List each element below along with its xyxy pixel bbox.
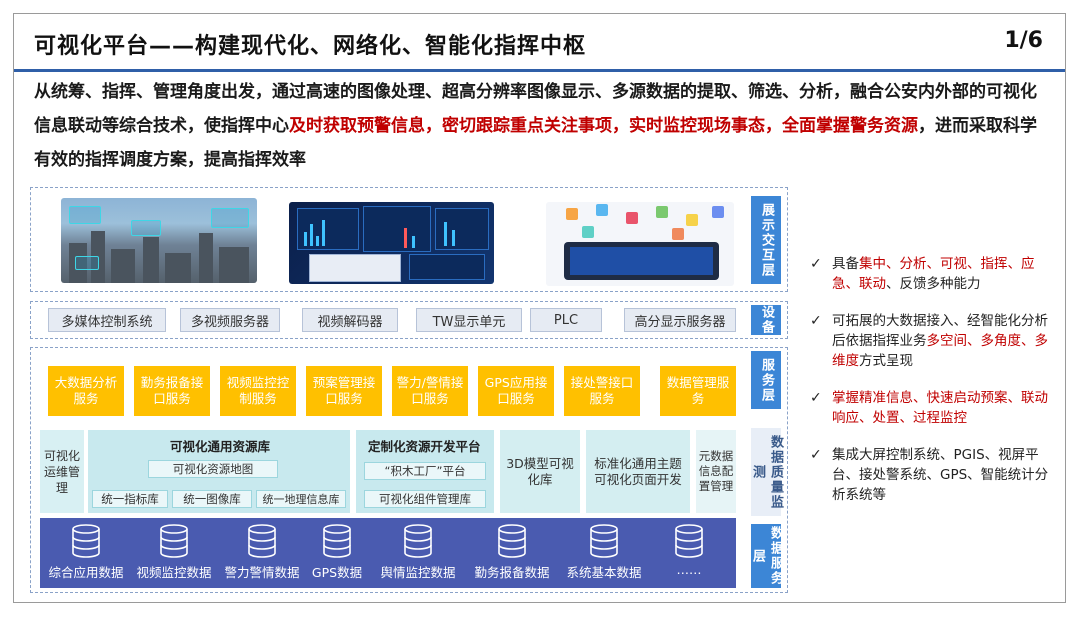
capability-item: ✓ 掌握精准信息、快速启动预案、联动响应、处置、过程监控 (810, 388, 1060, 428)
service-box: 大数据分析服务 (48, 366, 124, 416)
service-box: 接处警接口服务 (564, 366, 640, 416)
data-source-label: GPS数据 (311, 565, 363, 580)
device-item: TW显示单元 (416, 308, 522, 332)
data-source-label: 勤务报备数据 (474, 565, 550, 580)
database-icon (248, 524, 276, 558)
device-item: 高分显示服务器 (624, 308, 736, 332)
display-layer-panel: 展示交互层 (30, 187, 788, 292)
device-item: 多媒体控制系统 (48, 308, 166, 332)
bullet-text: 具备 (832, 256, 859, 272)
resource-map-chip: 可视化资源地图 (148, 460, 278, 478)
data-source-label: 系统基本数据 (566, 565, 642, 580)
ops-management-box: 可视化运维管理 (40, 430, 84, 513)
bullet-text: 方式呈现 (859, 353, 913, 369)
layer-tag-display: 展示交互层 (751, 196, 781, 284)
custom-resource-title: 定制化资源开发平台 (368, 439, 481, 454)
database-icon (72, 524, 100, 558)
layer-tag-quality: 数据质量监测 (750, 428, 783, 516)
service-box: 数据管理服务 (660, 366, 736, 416)
bullet-text: 集成大屏控制系统、PGIS、视屏平台、接处警系统、GPS、智能统计分析系统等 (832, 447, 1049, 503)
service-box: 视频监控控制服务 (220, 366, 296, 416)
intro-paragraph: 从统筹、指挥、管理角度出发，通过高速的图像处理、超高分辨率图像显示、多源数据的提… (34, 75, 1044, 177)
device-item: PLC (530, 308, 602, 332)
device-item: 视频解码器 (302, 308, 398, 332)
dashboard-screens-screenshot (289, 202, 494, 284)
data-source-label: 警力警情数据 (224, 565, 300, 580)
resource-chip: 统一指标库 (92, 490, 168, 508)
architecture-diagram: 展示交互层 设备 多媒体控制系统 多视频服务器 视频解码器 TW显示单元 PLC… (30, 187, 788, 595)
layer-tag-device: 设备 (751, 305, 781, 335)
metadata-block: 元数据信息配置管理 (696, 430, 736, 513)
bullet-text: 、反馈多种能力 (886, 276, 981, 292)
data-source-item: 舆情监控数据 (376, 524, 460, 581)
data-source-label: …… (676, 562, 702, 577)
standard-page-block: 标准化通用主题可视化页面开发 (586, 430, 690, 513)
service-box: 勤务报备接口服务 (134, 366, 210, 416)
service-box: 警力/警情接口服务 (392, 366, 468, 416)
resource-chip: 统一地理信息库 (256, 490, 346, 508)
device-item: 多视频服务器 (180, 308, 280, 332)
capability-item: ✓ 集成大屏控制系统、PGIS、视屏平台、接处警系统、GPS、智能统计分析系统等 (810, 445, 1060, 505)
check-icon: ✓ (810, 390, 822, 406)
resource-chip: “积木工厂”平台 (364, 462, 486, 480)
layer-tag-data: 数据服务层 (750, 524, 783, 588)
bullet-text: 可拓展的大数据接入、经智能化分析后依据指挥业务 (832, 313, 1048, 349)
database-icon (675, 524, 703, 558)
page-number: 1/6 (1004, 28, 1043, 53)
capability-item: ✓ 具备集中、分析、可视、指挥、应急、联动、反馈多种能力 (810, 254, 1060, 294)
common-resource-block: 可视化通用资源库 可视化资源地图 统一指标库 统一图像库 统一地理信息库 (88, 430, 350, 513)
check-icon: ✓ (810, 256, 822, 272)
bullet-highlight: 集中、分析、可视、指挥、应急、联动 (832, 256, 1035, 292)
model3d-label: 3D模型可视化库 (506, 455, 574, 487)
intro-highlight: 及时获取预警信息，密切跟踪重点关注事项，实时监控现场事态，全面掌握警务资源 (289, 116, 918, 136)
data-source-item: 勤务报备数据 (470, 524, 554, 581)
intro-text-1: 从统筹、指挥、管理角度出发，通过高速的图像处理、超高分辨率图像显示、多源数据的提… (34, 82, 1037, 136)
title-divider (14, 69, 1065, 72)
database-icon (404, 524, 432, 558)
service-box: GPS应用接口服务 (478, 366, 554, 416)
database-icon (498, 524, 526, 558)
layer-tag-service: 服务层 (751, 351, 781, 409)
data-source-label: 综合应用数据 (48, 565, 124, 580)
bullet-highlight: 多空间、多角度、多维度 (832, 333, 1048, 369)
capability-list: ✓ 具备集中、分析、可视、指挥、应急、联动、反馈多种能力 ✓ 可拓展的大数据接入… (810, 254, 1060, 522)
metadata-label: 元数据信息配置管理 (698, 449, 734, 493)
model3d-block: 3D模型可视化库 (500, 430, 580, 513)
slide: 可视化平台——构建现代化、网络化、智能化指挥中枢 1/6 从统筹、指挥、管理角度… (13, 13, 1066, 603)
resource-chip: 可视化组件管理库 (364, 490, 486, 508)
capability-item: ✓ 可拓展的大数据接入、经智能化分析后依据指挥业务多空间、多角度、多维度方式呈现 (810, 311, 1060, 371)
check-icon: ✓ (810, 447, 822, 463)
data-source-label: 舆情监控数据 (380, 565, 456, 580)
tablet-app-screenshot (546, 202, 734, 286)
intro-text-2: ，进而采取科学有效的指挥调度方案，提高指挥效率 (34, 116, 1037, 170)
data-source-item: GPS数据 (302, 524, 372, 581)
check-icon: ✓ (810, 313, 822, 329)
custom-resource-block: 定制化资源开发平台 “积木工厂”平台 可视化组件管理库 (356, 430, 494, 513)
data-sources-band: 综合应用数据 视频监控数据 警力警情数据 GPS数据 舆情监控数据 勤务报备数据 (40, 518, 736, 588)
data-source-item: 视频监控数据 (132, 524, 216, 581)
standard-page-label: 标准化通用主题可视化页面开发 (594, 455, 682, 487)
service-box: 预案管理接口服务 (306, 366, 382, 416)
data-source-label: 视频监控数据 (136, 565, 212, 580)
database-icon (323, 524, 351, 558)
data-source-item: 综合应用数据 (44, 524, 128, 581)
common-resource-title: 可视化通用资源库 (170, 439, 271, 454)
city-monitoring-screenshot (61, 198, 257, 283)
database-icon (160, 524, 188, 558)
database-icon (590, 524, 618, 558)
page-title: 可视化平台——构建现代化、网络化、智能化指挥中枢 (34, 34, 587, 59)
data-source-item: 系统基本数据 (562, 524, 646, 581)
data-source-item: 警力警情数据 (220, 524, 304, 581)
data-source-item: …… (654, 524, 724, 577)
bullet-highlight: 掌握精准信息、快速启动预案、联动响应、处置、过程监控 (832, 390, 1048, 426)
resource-chip: 统一图像库 (172, 490, 252, 508)
